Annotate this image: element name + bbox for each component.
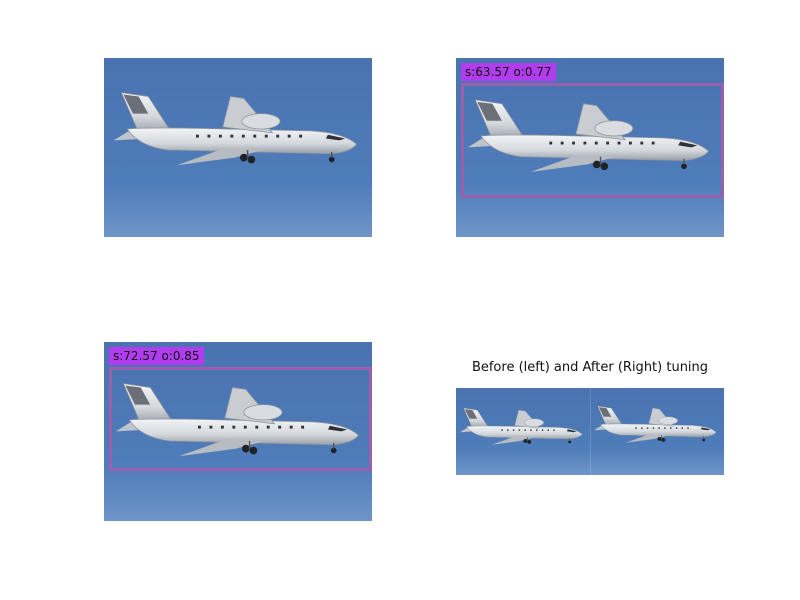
airplane-icon [112, 91, 358, 167]
detection-bounding-box [461, 83, 724, 198]
detection-score-label: s:63.57 o:0.77 [461, 63, 556, 81]
original-image-panel [104, 58, 372, 237]
detection-score-label: s:72.57 o:0.85 [109, 347, 204, 365]
airplane-icon [459, 407, 583, 446]
comparison-caption: Before (left) and After (Right) tuning [471, 360, 709, 375]
detection-panel-a: s:63.57 o:0.77 [456, 58, 724, 237]
detection-panel-b: s:72.57 o:0.85 [104, 342, 372, 521]
comparison-image-panel [456, 388, 724, 475]
detection-bounding-box [109, 367, 372, 471]
airplane-icon [593, 405, 717, 444]
comparison-divider [590, 388, 591, 475]
